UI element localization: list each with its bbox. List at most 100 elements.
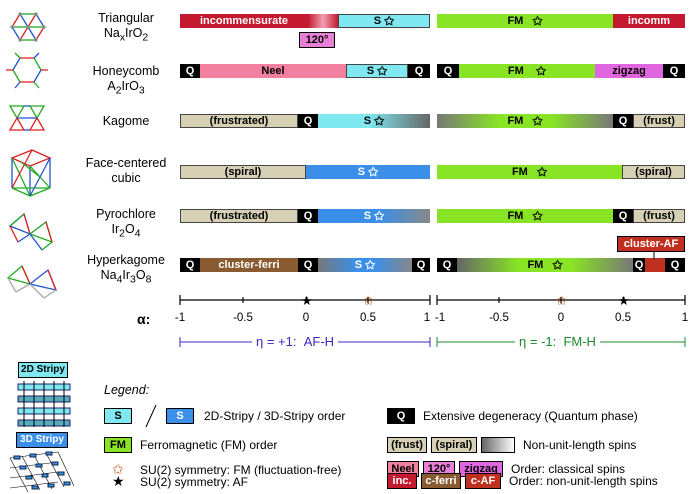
phase-2d-stripy: S ✩ — [338, 14, 430, 28]
triangular-lattice-icon — [10, 12, 46, 42]
phase-2d-stripy: S ✩ — [346, 64, 408, 78]
quantum-phase: Q — [437, 258, 457, 272]
phase-incommensurate: incommensurate — [180, 14, 308, 28]
phase-3d-stripy: S ✩ — [306, 165, 430, 179]
fm-label: FM — [511, 166, 528, 178]
legend-stripy-text: 2D-Stripy / 3D-Stripy order — [204, 409, 346, 423]
stripy-2d-lattice-icon — [17, 381, 71, 427]
lattice-title: Hyperkagome — [87, 253, 165, 267]
stripy-label: S — [366, 65, 375, 77]
lattice-formula: Na4Ir3O8 — [100, 268, 152, 286]
phase-3d-stripy: S ✩ — [318, 209, 430, 223]
phase-fm: FM ✩ — [459, 64, 595, 78]
tick-label: 0.5 — [360, 312, 376, 324]
su2-fm-star-icon: ✩ — [532, 114, 543, 128]
stripy-label: S — [357, 166, 366, 178]
legend-spiral-swatch: (spiral) — [431, 437, 477, 453]
lattice-name-fcc: Face-centered cubic — [66, 156, 186, 186]
su2-fm-star-icon: ✩ — [537, 165, 548, 179]
lattice-title: Honeycomb — [92, 64, 160, 78]
su2-fm-star-icon: ✩ — [556, 293, 567, 308]
tick-label: 1 — [681, 312, 689, 324]
lattice-subtitle: cubic — [111, 171, 141, 185]
su2-fm-star-icon: ✩ — [384, 14, 395, 28]
phase-frust: (frust) — [633, 209, 685, 223]
legend-frust-swatch: (frust) — [387, 437, 427, 453]
quantum-phase: Q — [408, 64, 430, 78]
phase-3d-stripy: S ✩ — [318, 258, 412, 272]
legend-nonunit-text: Non-unit-length spins — [523, 438, 637, 452]
legend-fm-text: Ferromagnetic (FM) order — [140, 438, 278, 452]
quantum-phase: Q — [298, 258, 318, 272]
alpha-axis — [179, 295, 686, 347]
legend-classical-text: Order: classical spins — [511, 462, 626, 476]
stripy-label: S — [363, 115, 372, 127]
phase-2d-stripy: S ✩ — [318, 114, 430, 128]
lattice-formula: Ir2O4 — [111, 222, 141, 240]
quantum-phase: Q — [412, 258, 430, 272]
phase-incomm: incomm — [613, 14, 685, 28]
stripy-2d-title: 2D Stripy — [18, 362, 68, 378]
tick-label: 0 — [557, 312, 565, 324]
lattice-title: Kagome — [102, 114, 150, 128]
legend-su2af-text: SU(2) symmetry: AF — [140, 475, 249, 489]
phase-fm: FM ✩ — [457, 258, 633, 272]
phase-cluster-ferri: cluster-ferri — [200, 258, 298, 272]
lattice-title: Triangular — [98, 11, 154, 25]
su2-fm-star-icon: ✩ — [377, 64, 388, 78]
tick-label: -0.5 — [489, 312, 509, 324]
legend-su2-fm-star-icon: ✩ — [112, 461, 124, 477]
stripy-label: S — [363, 210, 372, 222]
legend-su2-af-star-icon: ★ — [112, 473, 125, 489]
lattice-name-triangular: Triangular NaxIrO2 — [66, 11, 186, 46]
tick-label: 0 — [302, 312, 310, 324]
alpha-label: α: — [137, 311, 151, 327]
phase-cluster-af-label: cluster-AF — [617, 236, 685, 252]
legend-su2fm-text: SU(2) symmetry: FM (fluctuation-free) — [140, 463, 342, 477]
kagome-lattice-icon — [8, 105, 46, 131]
legend-title: Legend: — [104, 383, 150, 397]
quantum-phase: Q — [663, 64, 685, 78]
legend-slash — [145, 404, 157, 428]
phase-fm: FM ✩ — [437, 209, 613, 223]
lattice-name-hyperkagome: Hyperkagome Na4Ir3O8 — [66, 253, 186, 288]
phase-frustrated: (frustrated) — [180, 114, 298, 128]
su2-fm-star-icon: ✩ — [374, 209, 385, 223]
phase-fm: FM ✩ — [437, 114, 613, 128]
phase-gradient — [308, 14, 338, 28]
legend-fm-swatch: FM — [104, 437, 132, 453]
stripy-label: S — [373, 15, 382, 27]
legend-q-text: Extensive degeneracy (Quantum phase) — [423, 409, 638, 423]
su2-fm-star-icon: ✩ — [536, 64, 547, 78]
quantum-phase: Q — [298, 209, 318, 223]
phase-frust: (frust) — [633, 114, 685, 128]
legend-gradient-swatch — [481, 437, 515, 453]
lattice-name-pyrochlore: Pyrochlore Ir2O4 — [66, 207, 186, 242]
su2-fm-star-icon: ✩ — [532, 209, 543, 223]
phase-120-label: 120° — [299, 32, 335, 48]
honeycomb-lattice-icon — [6, 52, 48, 89]
su2-fm-star-icon: ✩ — [532, 14, 543, 28]
su2-fm-star-icon: ✩ — [365, 258, 376, 272]
fm-label: FM — [507, 210, 524, 222]
lattice-name-honeycomb: Honeycomb A2IrO3 — [66, 64, 186, 99]
legend-caf-swatch: c-AF — [465, 473, 501, 489]
quantum-phase: Q — [180, 64, 200, 78]
quantum-phase: Q — [298, 114, 318, 128]
cluster-af-pointer — [653, 251, 655, 259]
tick-label: 1 — [423, 312, 431, 324]
fm-label: FM — [507, 65, 524, 77]
quantum-phase: Q — [633, 258, 645, 272]
hyperkagome-lattice-icon — [6, 264, 58, 299]
eta-af-h-label: η = +1: AF-H — [252, 334, 339, 349]
lattice-formula: A2IrO3 — [107, 79, 145, 97]
lattice-icons — [6, 12, 58, 299]
phase-spiral: (spiral) — [180, 165, 306, 179]
quantum-phase: Q — [613, 114, 633, 128]
stripy-label: S — [354, 259, 363, 271]
quantum-phase: Q — [180, 258, 200, 272]
quantum-phase: Q — [613, 209, 633, 223]
legend-q-swatch: Q — [387, 408, 415, 424]
legend-nonunit-order-text: Order: non-unit-length spins — [509, 474, 658, 488]
su2-fm-star-icon: ✩ — [374, 114, 385, 128]
